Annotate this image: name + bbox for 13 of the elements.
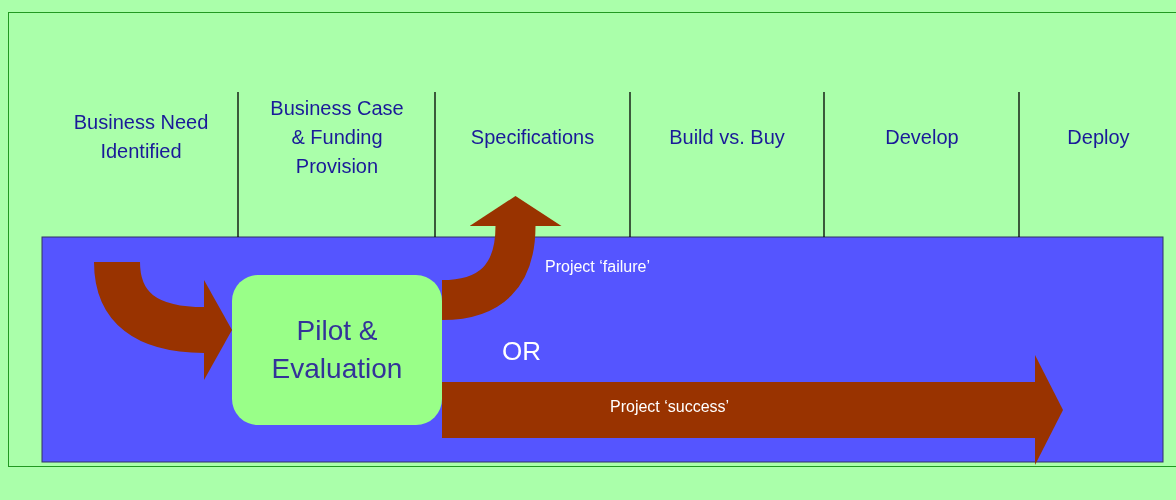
note-text: OR — [502, 336, 541, 367]
arrow — [442, 355, 1063, 465]
stage-heading: Specifications — [437, 78, 628, 196]
stage-heading: Develop — [826, 78, 1018, 196]
stage-heading: Deploy — [1021, 78, 1176, 196]
stage-heading: Business Case & Funding Provision — [240, 78, 434, 196]
arrow — [94, 260, 232, 380]
arrow — [441, 196, 562, 320]
process-box: Pilot & Evaluation — [232, 275, 442, 425]
stage-heading: Business Need Identified — [45, 78, 237, 196]
edge-label: Project ‘failure’ — [545, 258, 650, 276]
edge-label: Project ‘success’ — [610, 398, 730, 416]
stage-heading: Build vs. Buy — [632, 78, 822, 196]
